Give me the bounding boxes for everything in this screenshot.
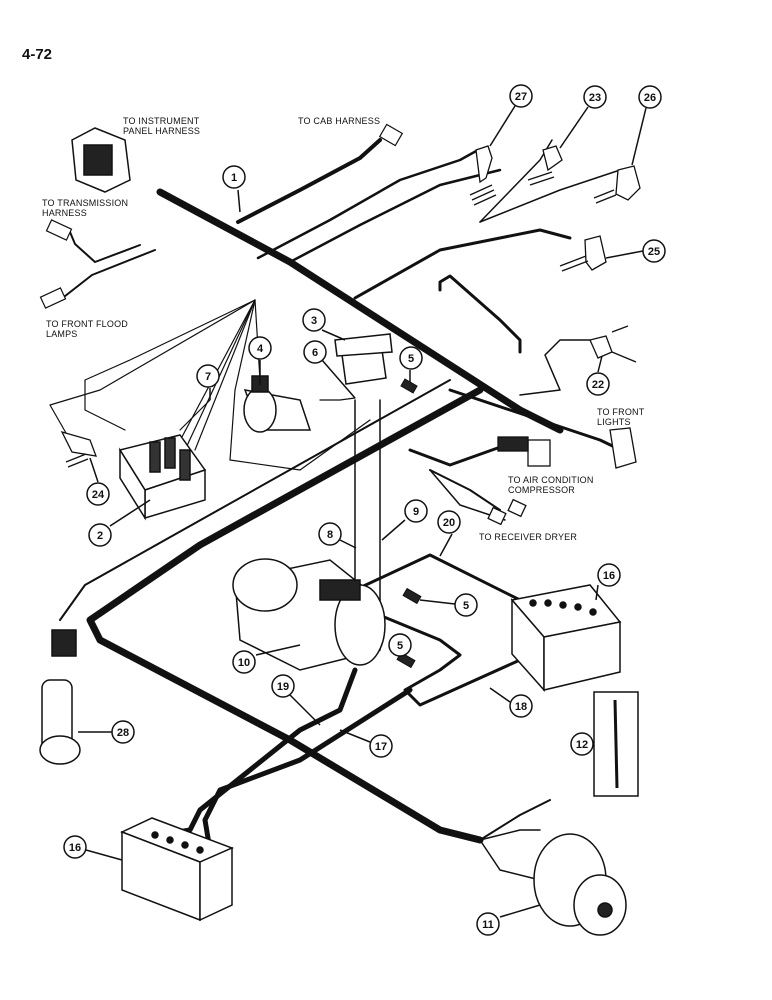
callout-28: 28 <box>78 720 135 744</box>
starter-motor <box>232 558 386 671</box>
svg-text:27: 27 <box>515 91 527 103</box>
sensor-27 <box>469 145 497 206</box>
solenoid <box>243 375 312 433</box>
svg-text:1: 1 <box>231 172 237 184</box>
dipstick-panel <box>593 691 639 797</box>
transmission-connector <box>45 219 73 241</box>
label-to-instrument-panel: TO INSTRUMENT PANEL HARNESS <box>123 116 201 136</box>
svg-text:7: 7 <box>205 371 211 383</box>
sensor-24 <box>60 430 98 468</box>
sensor-25 <box>559 235 607 272</box>
svg-text:12: 12 <box>576 739 588 751</box>
svg-text:19: 19 <box>277 681 289 693</box>
callout-20: 20 <box>437 510 461 557</box>
callout-5c: 5 <box>388 633 412 657</box>
callout-7: 7 <box>196 364 220 400</box>
battery-upper <box>510 584 622 692</box>
callout-2: 2 <box>88 499 151 547</box>
svg-text:2: 2 <box>97 530 103 542</box>
svg-text:17: 17 <box>375 741 387 753</box>
svg-text:20: 20 <box>443 517 455 529</box>
svg-text:10: 10 <box>238 657 250 669</box>
battery-lower <box>120 817 234 922</box>
callout-4: 4 <box>248 336 272 385</box>
svg-text:5: 5 <box>408 353 414 365</box>
label-to-receiver-dryer: TO RECEIVER DRYER <box>479 532 578 542</box>
svg-text:3: 3 <box>311 315 317 327</box>
callout-8: 8 <box>318 522 357 549</box>
label-to-cab-harness: TO CAB HARNESS <box>298 116 381 126</box>
sensor-22 <box>589 325 637 363</box>
sensor-26 <box>593 165 641 204</box>
cab-harness-branch <box>236 138 382 224</box>
lower-harness <box>86 386 484 844</box>
callout-26: 26 <box>631 85 662 166</box>
callout-18: 18 <box>489 687 533 718</box>
svg-text:16: 16 <box>69 842 81 854</box>
ac-compressor-connector <box>497 436 551 467</box>
svg-text:23: 23 <box>589 92 601 104</box>
alternator <box>533 833 627 936</box>
svg-text:25: 25 <box>648 246 660 258</box>
callout-27: 27 <box>489 84 533 147</box>
svg-text:5: 5 <box>463 600 469 612</box>
callout-22: 22 <box>586 355 610 396</box>
callout-9: 9 <box>381 499 428 541</box>
cab-connector <box>378 123 404 147</box>
svg-text:4: 4 <box>257 343 264 355</box>
svg-text:11: 11 <box>482 919 494 931</box>
callout-24: 24 <box>86 457 110 506</box>
callout-5a: 5 <box>399 346 423 382</box>
callout-11: 11 <box>476 904 541 936</box>
callout-23: 23 <box>559 85 607 149</box>
svg-text:6: 6 <box>312 347 318 359</box>
sensor-23 <box>527 145 563 186</box>
svg-text:18: 18 <box>515 701 527 713</box>
instrument-panel-connector <box>71 127 131 193</box>
flood-lamp-connector <box>39 287 67 309</box>
callout-19: 19 <box>271 674 321 726</box>
callout-6: 6 <box>303 340 356 399</box>
receiver-dryer-connector <box>487 498 527 526</box>
callout-12: 12 <box>570 732 594 756</box>
callout-25: 25 <box>605 239 666 263</box>
callout-5b: 5 <box>419 593 478 617</box>
front-light-connector <box>609 427 637 469</box>
svg-text:9: 9 <box>413 506 419 518</box>
callout-10: 10 <box>232 644 301 674</box>
callout-16a: 16 <box>595 563 621 601</box>
label-to-front-flood-lamps: TO FRONT FLOOD LAMPS <box>46 319 128 339</box>
main-harness <box>156 188 564 434</box>
callout-3: 3 <box>302 308 346 341</box>
page-number: 4-72 <box>22 46 53 63</box>
svg-text:8: 8 <box>327 529 333 541</box>
callout-17: 17 <box>339 729 393 758</box>
relay-3 <box>334 333 393 385</box>
svg-text:26: 26 <box>644 92 656 104</box>
callout-markers: 1 2 3 4 5 5 5 6 7 8 9 10 11 12 16 16 17 … <box>63 84 666 936</box>
callout-1: 1 <box>222 165 246 213</box>
svg-text:22: 22 <box>592 379 604 391</box>
svg-text:16: 16 <box>603 570 615 582</box>
svg-text:24: 24 <box>92 489 105 501</box>
svg-text:28: 28 <box>117 727 129 739</box>
label-to-air-condition-compressor: TO AIR CONDITION COMPRESSOR <box>508 475 594 495</box>
cold-start-device <box>39 629 81 765</box>
label-to-front-lights: TO FRONT LIGHTS <box>597 407 645 427</box>
callout-16b: 16 <box>63 835 123 861</box>
svg-text:5: 5 <box>397 640 403 652</box>
relay-block <box>118 434 207 521</box>
label-to-transmission-harness: TO TRANSMISSION HARNESS <box>42 198 129 218</box>
